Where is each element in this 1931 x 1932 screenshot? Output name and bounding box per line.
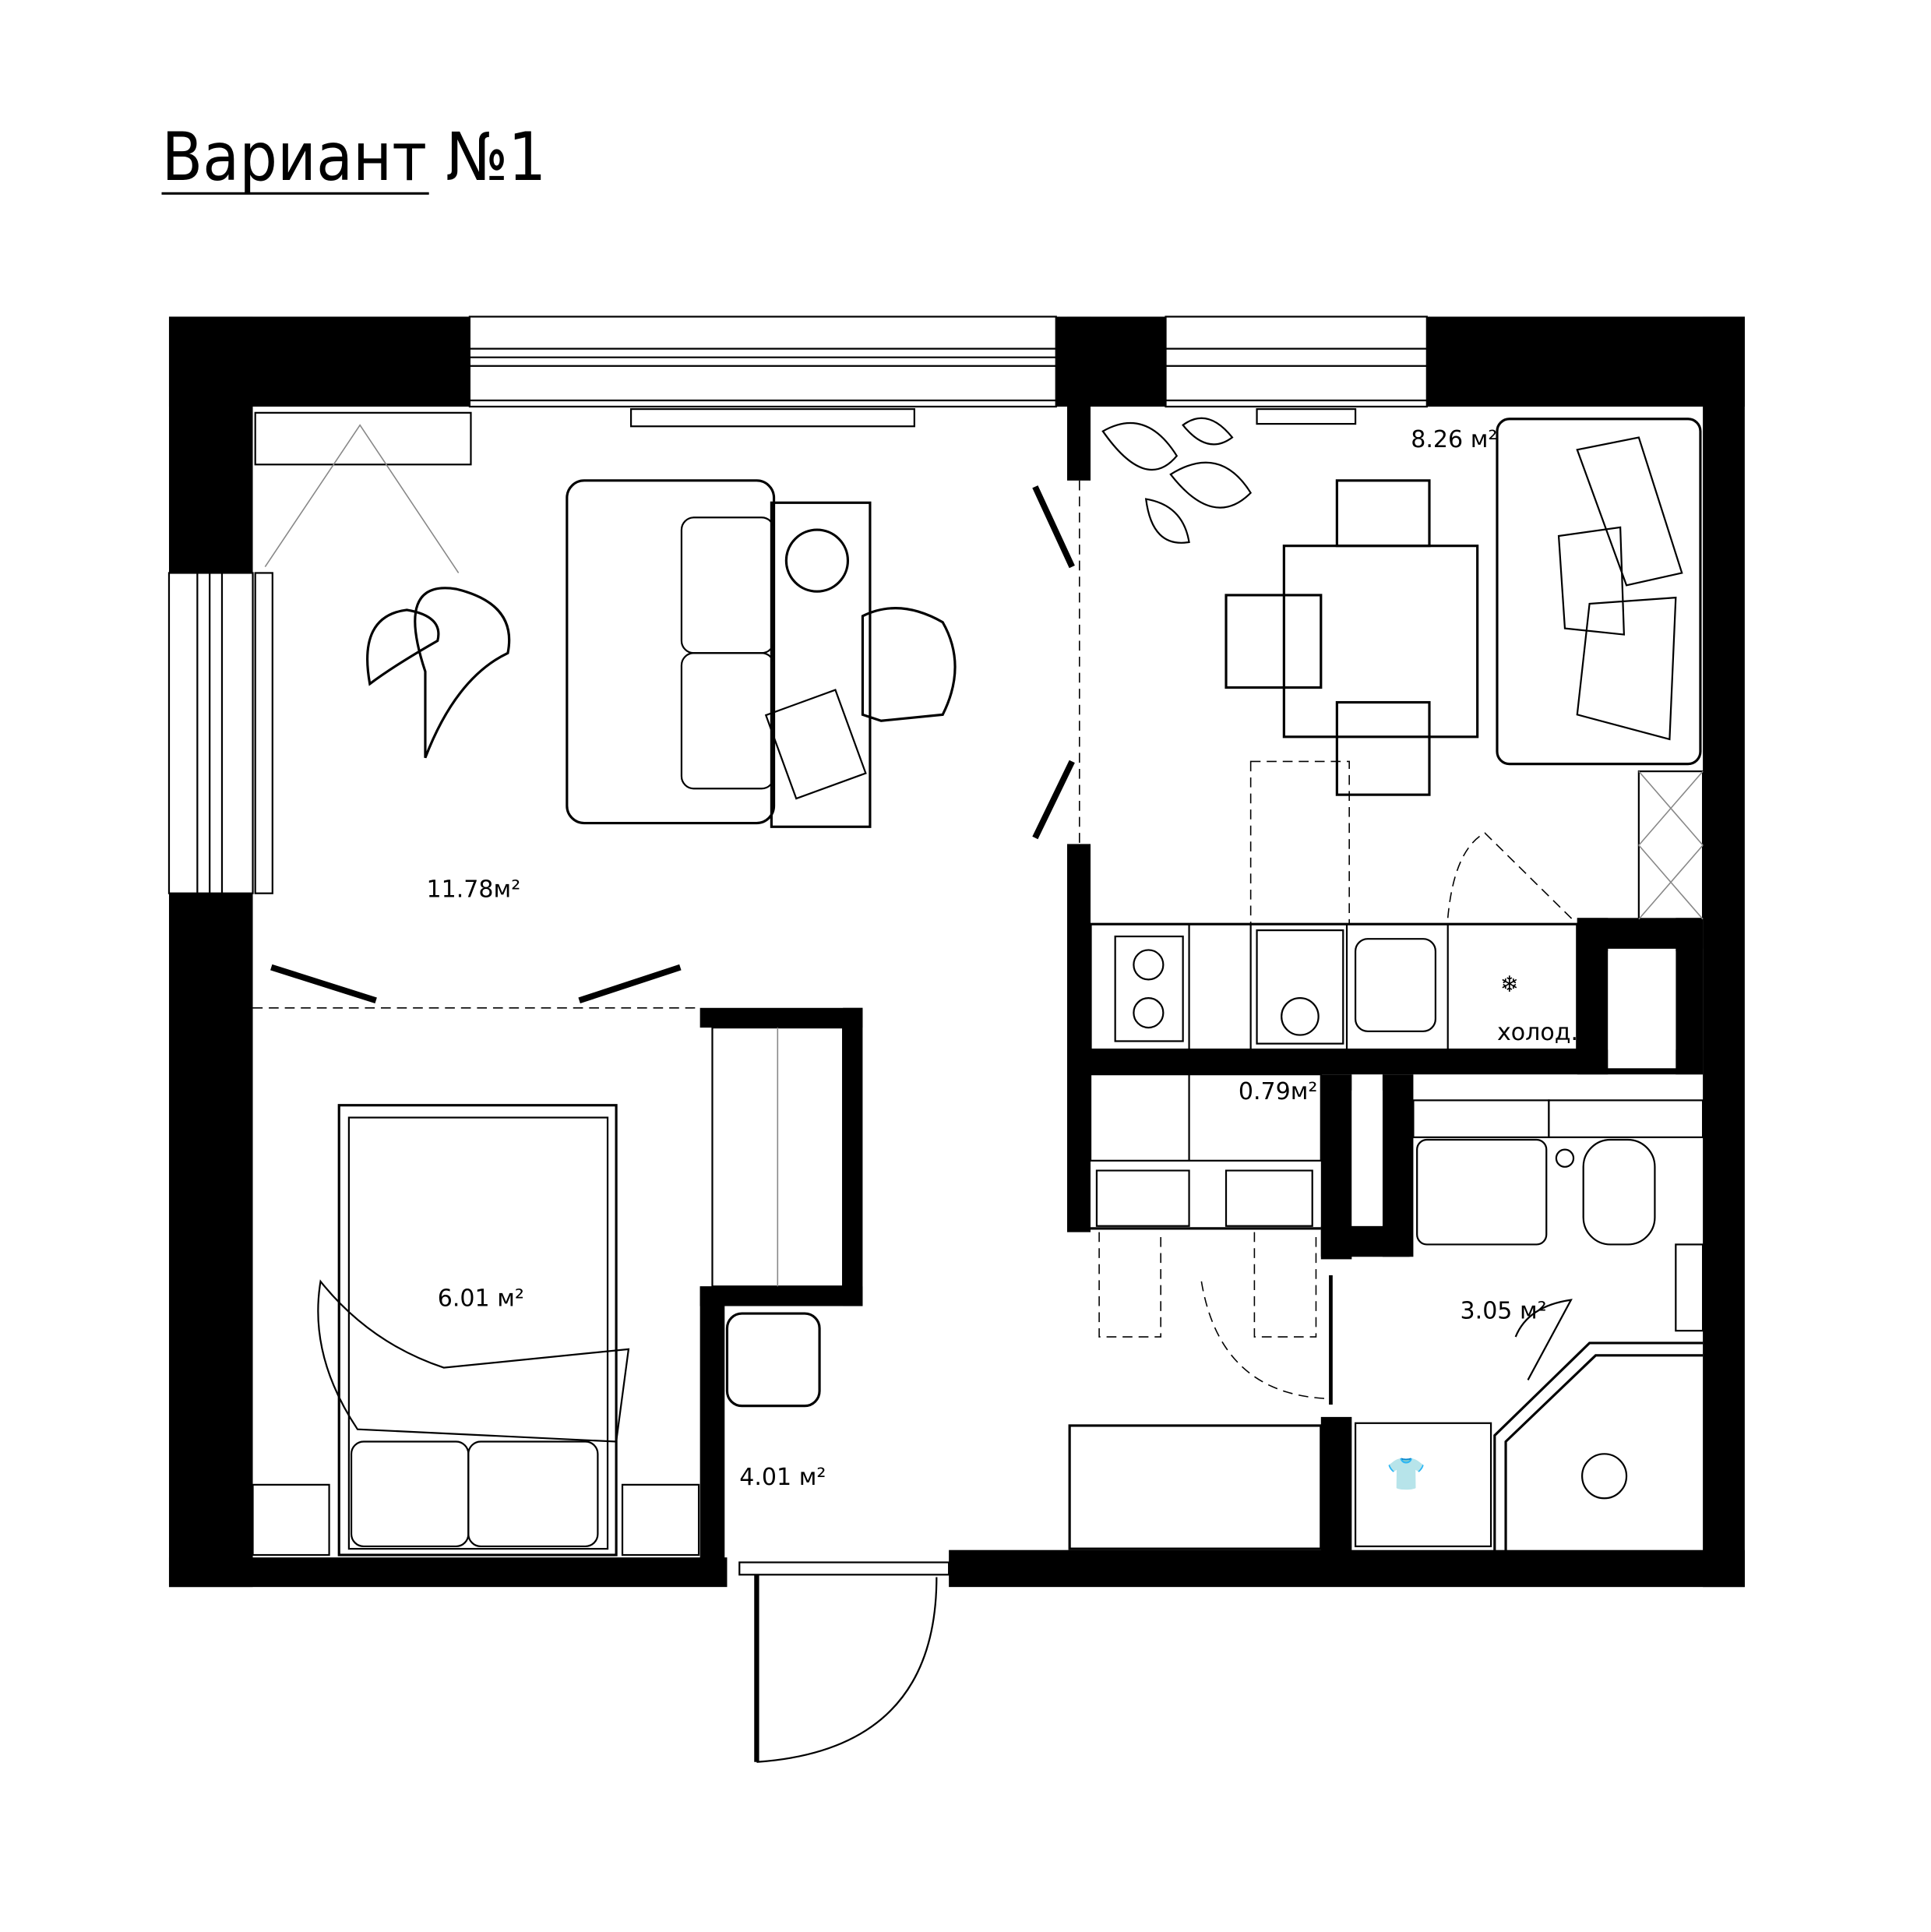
door-swing: [1200, 1281, 1325, 1399]
area-label-closet: 0.79м²: [1239, 1078, 1318, 1105]
cabinet-cross: [1638, 770, 1704, 920]
towel-rail: [1675, 1243, 1704, 1332]
shaft: [1608, 951, 1676, 1069]
valve-icon: [1555, 1148, 1575, 1168]
entrance-door-swing: [756, 1577, 938, 1763]
closet-shelves: [1089, 1074, 1322, 1227]
chair: [1335, 700, 1431, 796]
toilet: [1582, 1138, 1656, 1246]
shaft-2: [1351, 1090, 1383, 1226]
door-leaf-bedroom[interactable]: [270, 964, 377, 1004]
kitchen-counter: [1089, 922, 1579, 1052]
sink-icon: [1354, 938, 1436, 1032]
dishwasher-box: [1256, 929, 1344, 1045]
plate-icon: [1281, 997, 1320, 1036]
chair-zone: [1249, 760, 1350, 925]
sofa: [566, 479, 776, 825]
window-top-right: [1165, 316, 1428, 408]
desk-lamp-icon: [784, 528, 850, 593]
entrance-threshold: [738, 1561, 950, 1576]
keyboard-icon: [764, 689, 867, 800]
door-leaf-bedroom[interactable]: [578, 964, 682, 1004]
sofa-pillows: [1557, 436, 1683, 741]
plan-title: Вариант №1: [161, 119, 546, 196]
plant-icon: [1101, 417, 1253, 544]
radiator-kitchen: [1256, 407, 1357, 425]
radiator-left: [254, 572, 273, 894]
rug: [366, 587, 511, 759]
nightstand: [621, 1483, 700, 1557]
door-leaf-kitchen[interactable]: [1032, 760, 1075, 840]
shower-door-swing: [1514, 1299, 1573, 1380]
nightstand: [252, 1483, 330, 1557]
bed-mattress: [347, 1116, 609, 1550]
hall-pouf: [725, 1312, 821, 1408]
bath-shelf: [1412, 1099, 1550, 1138]
sofa-cushion: [680, 652, 775, 790]
snowflake-icon: ❄: [1500, 972, 1519, 997]
dining-table: [1282, 545, 1479, 739]
fridge-label: холод.: [1497, 1019, 1578, 1046]
chair: [1224, 594, 1323, 689]
shower-enclosure: [1493, 1341, 1704, 1556]
desk: [770, 501, 872, 828]
tall-cabinet: [1637, 770, 1704, 921]
dishwasher-icon: [1114, 935, 1184, 1042]
window-top-left: [468, 316, 1057, 408]
bed: [337, 1104, 618, 1557]
washing-machine: [1354, 1422, 1492, 1548]
area-label-kitchen: 8.26 м²: [1411, 426, 1497, 453]
tv-stand: [254, 411, 472, 466]
area-label-hall: 4.01 м²: [739, 1464, 826, 1491]
kitchen-sofa: [1496, 418, 1702, 766]
area-label-bathroom: 3.05 м²: [1461, 1297, 1547, 1324]
shower-drain-icon: [1581, 1453, 1628, 1500]
chair: [1335, 479, 1431, 548]
washbasin: [1416, 1138, 1548, 1246]
bath-shelf: [1548, 1099, 1704, 1138]
pillow: [467, 1440, 599, 1548]
area-label-living: 11.78м²: [427, 876, 521, 903]
closet-door-swing: [1098, 1232, 1317, 1338]
walls: [168, 316, 1745, 1588]
pillow: [350, 1440, 470, 1548]
stove-burner-icon: [1133, 997, 1165, 1029]
area-label-bedroom: 6.01 м²: [438, 1285, 524, 1313]
blanket: [317, 1279, 630, 1443]
wardrobe-hall: [1068, 1424, 1323, 1550]
desk-chair: [861, 607, 957, 722]
tshirt-icon: 👕: [1387, 1456, 1426, 1492]
window-left: [167, 572, 254, 894]
tv-view-lines: [264, 424, 460, 573]
door-leaf-kitchen[interactable]: [1032, 485, 1075, 569]
sofa-cushion: [680, 516, 775, 654]
radiator-living: [629, 407, 915, 428]
stove-burner-icon: [1133, 949, 1165, 981]
door-swing: [1446, 832, 1576, 922]
